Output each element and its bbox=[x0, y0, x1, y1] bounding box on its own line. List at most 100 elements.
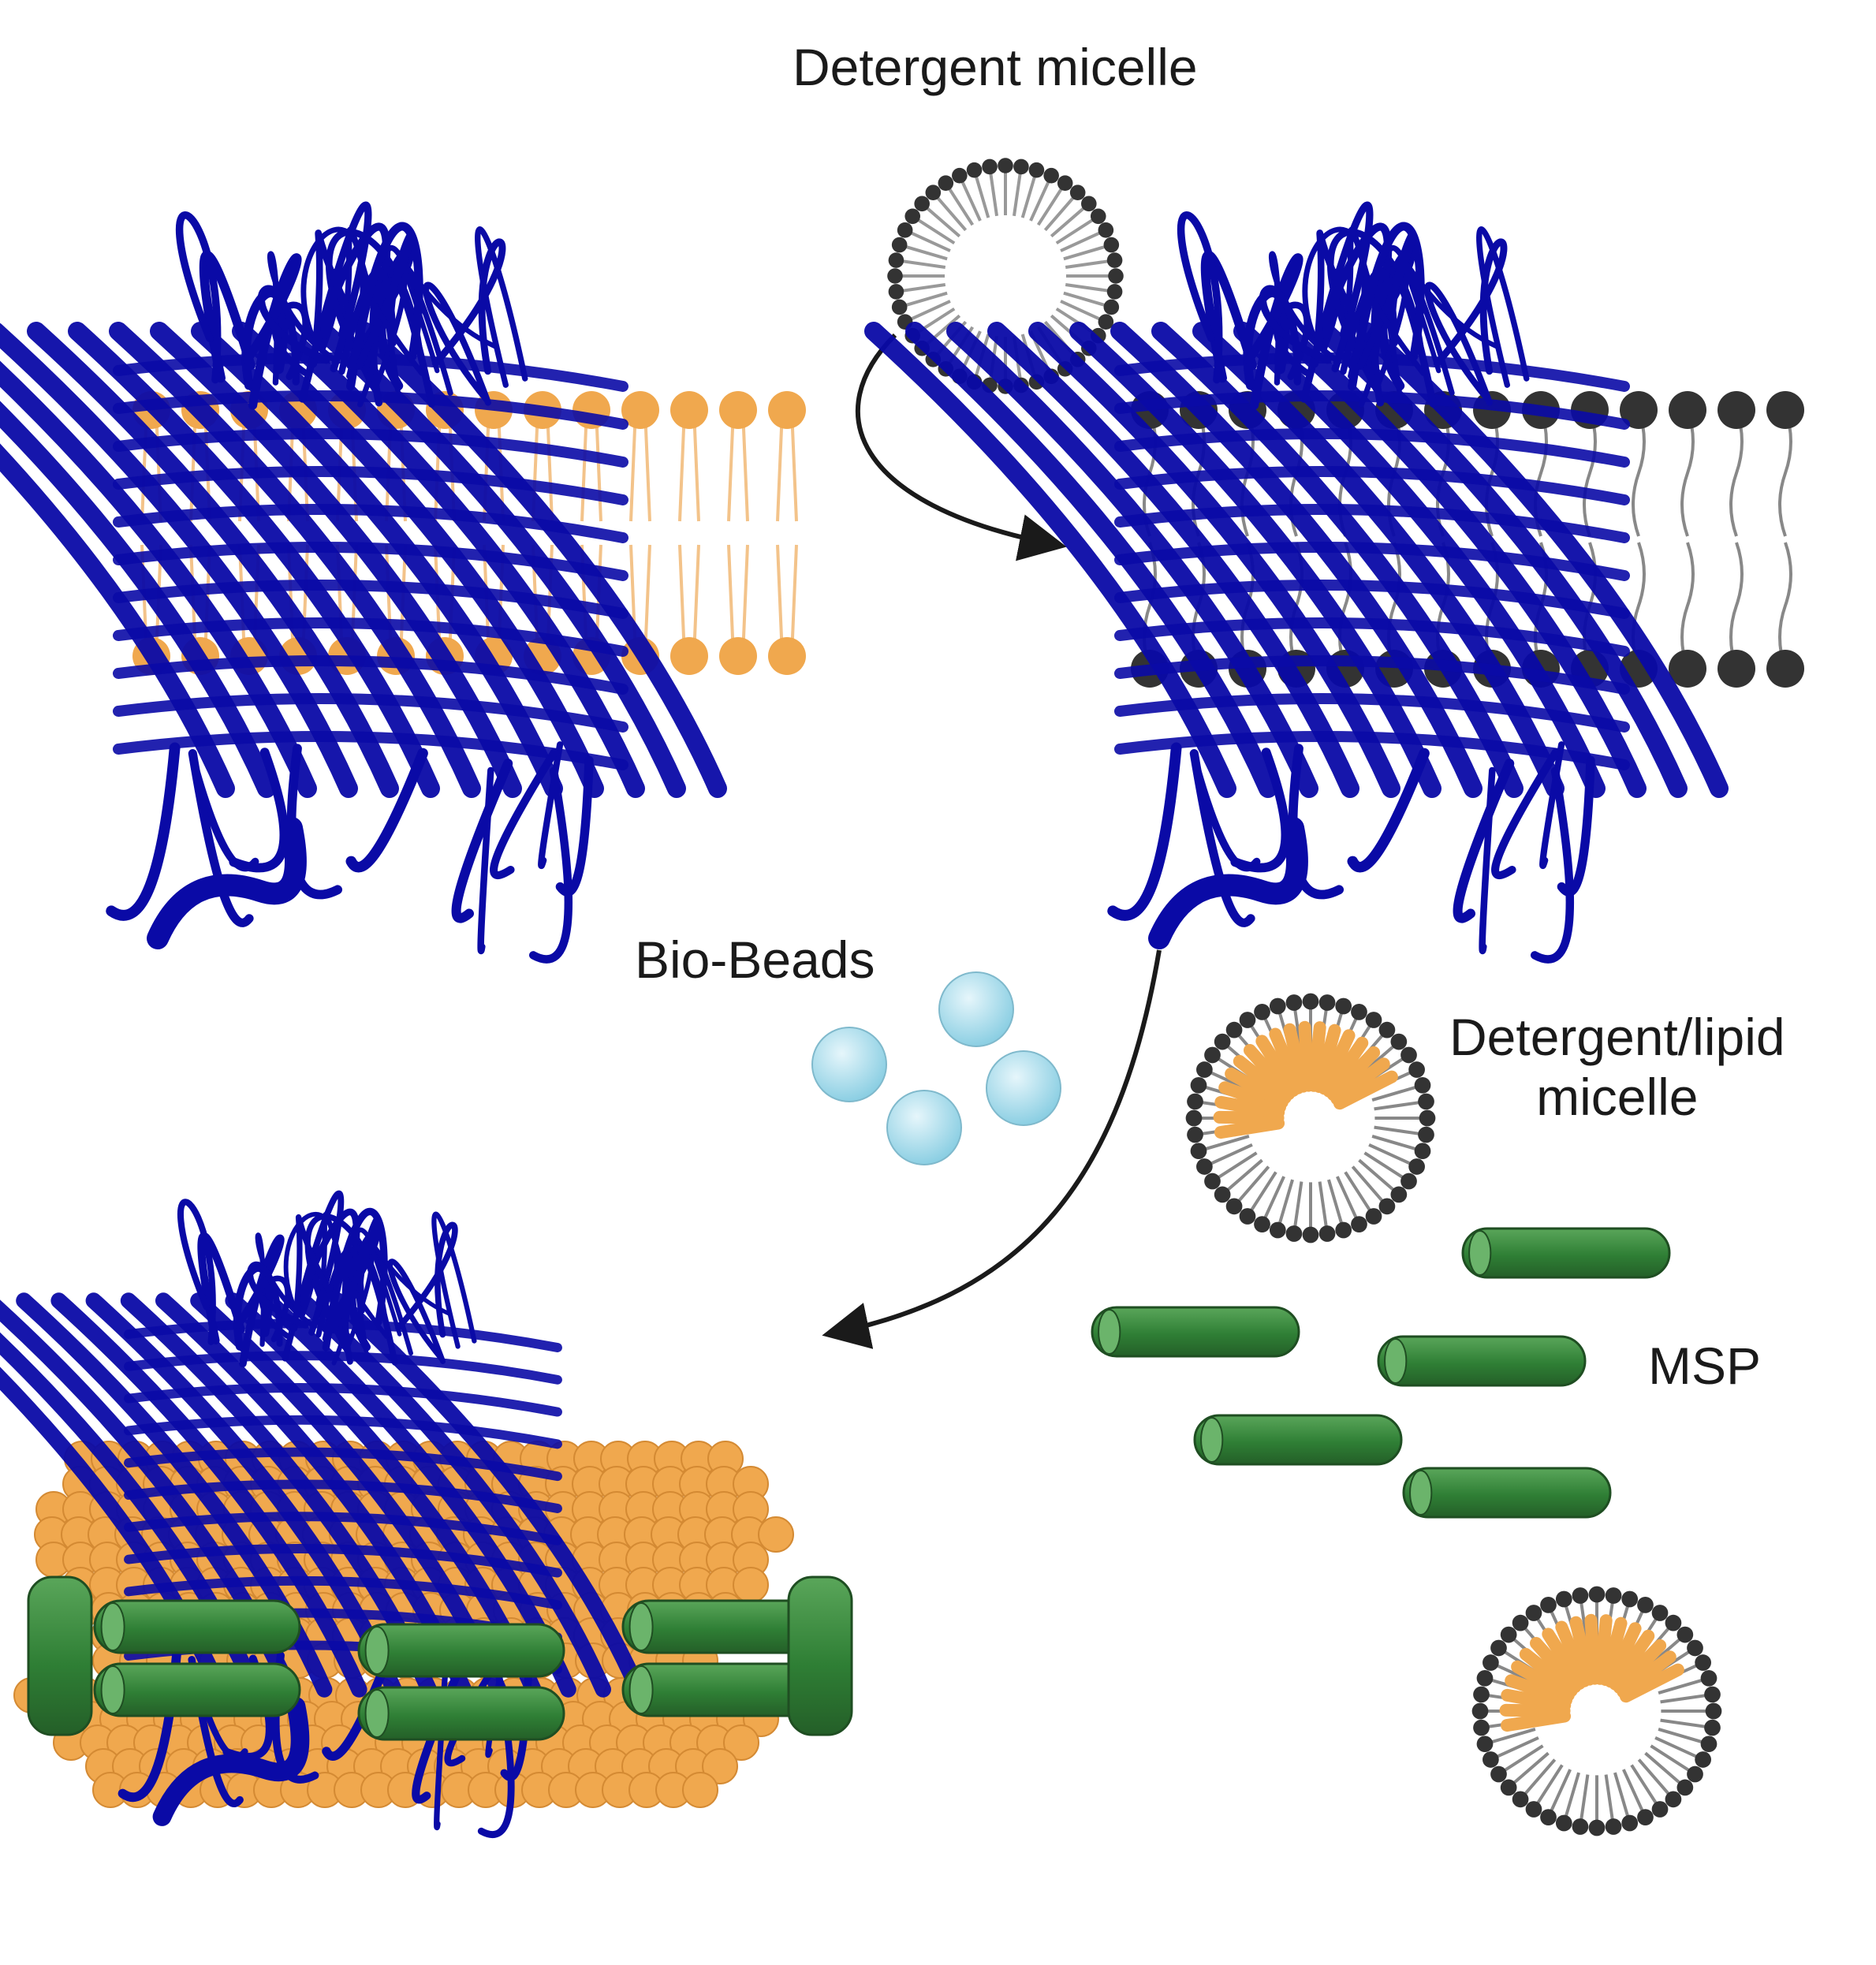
detergent-tail bbox=[1063, 291, 1112, 309]
protein-loop bbox=[401, 259, 498, 374]
detergent-head bbox=[1285, 1225, 1303, 1242]
detergent-head bbox=[1351, 1004, 1367, 1020]
detergent-head bbox=[998, 158, 1013, 173]
lipid-head bbox=[1766, 391, 1804, 429]
protein-loop bbox=[1230, 748, 1291, 873]
detergent-head bbox=[1414, 1143, 1431, 1160]
beta-crossing bbox=[113, 466, 628, 505]
detergent-tail bbox=[1221, 1158, 1263, 1196]
detergent-tail bbox=[904, 229, 951, 252]
label-detergent-lipid-line1: Detergent/lipid bbox=[1449, 1008, 1785, 1066]
lipid-molecule bbox=[1519, 1647, 1578, 1698]
lipid-head bbox=[1717, 650, 1755, 688]
detergent-head bbox=[904, 208, 921, 225]
protein-loop bbox=[315, 1247, 365, 1338]
msp-rod bbox=[27, 1575, 93, 1736]
detergent-tail bbox=[972, 170, 990, 218]
detergent-tail bbox=[1497, 1744, 1544, 1776]
lipid-head bbox=[719, 637, 757, 675]
lipid-molecule bbox=[1318, 1029, 1356, 1095]
lipid-molecule bbox=[1499, 1703, 1571, 1717]
detergent-head bbox=[1013, 158, 1029, 175]
detergent-head bbox=[887, 268, 903, 284]
detergent-head bbox=[1687, 1766, 1703, 1783]
detergent-head bbox=[891, 237, 908, 253]
detergent-head bbox=[1351, 1216, 1367, 1232]
detergent-head bbox=[1500, 1779, 1517, 1796]
msp-rod-end bbox=[100, 1602, 125, 1651]
detergent-head bbox=[1390, 1186, 1408, 1203]
detergent-tail bbox=[1063, 243, 1112, 261]
lipid-molecule bbox=[1505, 1674, 1572, 1707]
lipid-molecule bbox=[1584, 1613, 1602, 1685]
detergent-tail bbox=[1358, 1158, 1400, 1196]
detergent-head bbox=[1400, 1173, 1417, 1190]
beta-crossing bbox=[113, 617, 628, 657]
lipid-sphere bbox=[702, 1748, 738, 1784]
detergent-head bbox=[1605, 1587, 1622, 1604]
detergent-head bbox=[1490, 1766, 1507, 1783]
detergent-head bbox=[1028, 162, 1045, 178]
detergent-head bbox=[1704, 1686, 1721, 1703]
protein-loop bbox=[152, 1697, 310, 1826]
detergent-tail bbox=[1613, 1772, 1632, 1824]
lipid-molecule bbox=[1569, 1616, 1596, 1686]
beta-crossing bbox=[113, 390, 628, 430]
detergent-tail bbox=[1060, 229, 1107, 252]
msp-rod bbox=[357, 1623, 565, 1678]
detergent-head bbox=[1473, 1686, 1490, 1703]
detergent-head bbox=[1214, 1033, 1231, 1050]
beta-crossing bbox=[1114, 504, 1630, 543]
detergent-tail bbox=[920, 202, 961, 238]
detergent-tail bbox=[1654, 1736, 1704, 1762]
detergent-tail bbox=[899, 291, 948, 309]
detergent-head bbox=[1254, 1216, 1270, 1232]
detergent-head bbox=[1540, 1597, 1557, 1613]
detergent-tail bbox=[1327, 1179, 1345, 1231]
detergent-head bbox=[1390, 1033, 1408, 1050]
lipid-molecule bbox=[1326, 1046, 1381, 1102]
lipid-tail bbox=[1680, 409, 1695, 537]
nanodisc bbox=[0, 1190, 853, 1838]
mixed-micelle-2 bbox=[1471, 1586, 1722, 1836]
detergent-tail bbox=[1604, 1774, 1616, 1827]
detergent-tail bbox=[1630, 1764, 1662, 1810]
beta-strand bbox=[1069, 322, 1441, 798]
protein-loop bbox=[1244, 253, 1304, 410]
beta-crossing bbox=[124, 1512, 562, 1546]
detergent-head bbox=[925, 185, 942, 200]
label-bio-beads: Bio-Beads bbox=[635, 930, 875, 989]
detergent-head bbox=[1187, 1126, 1203, 1143]
detergent-tail bbox=[1371, 1135, 1423, 1153]
protein-loop bbox=[477, 766, 494, 955]
label-detergent-lipid-line2: micelle bbox=[1536, 1067, 1699, 1126]
detergent-head bbox=[1225, 1021, 1243, 1038]
lipid-head bbox=[621, 391, 659, 429]
detergent-tail bbox=[912, 214, 956, 245]
beta-crossing bbox=[1114, 542, 1630, 581]
beta-strand bbox=[68, 322, 440, 798]
protein-loop bbox=[1107, 742, 1182, 921]
detergent-head bbox=[914, 196, 930, 212]
beta-strand bbox=[0, 323, 358, 798]
detergent-tail bbox=[1344, 1171, 1375, 1217]
protein-loop bbox=[1557, 755, 1595, 897]
lipid-tail bbox=[776, 409, 798, 522]
lipid-molecule bbox=[1511, 1660, 1575, 1702]
detergent-tail bbox=[1233, 1165, 1270, 1208]
detergent-head bbox=[1365, 1208, 1382, 1225]
detergent-head bbox=[1525, 1801, 1542, 1818]
lipid-tail bbox=[1778, 542, 1792, 669]
detergent-tail bbox=[1507, 1751, 1550, 1789]
bead bbox=[811, 1027, 887, 1102]
detergent-head bbox=[1302, 993, 1319, 1010]
detergent-tail bbox=[1658, 1676, 1710, 1695]
detergent-head bbox=[966, 162, 983, 178]
detergent-head bbox=[1500, 1626, 1517, 1643]
detergent-head bbox=[1196, 1061, 1213, 1078]
detergent-head bbox=[1318, 1225, 1336, 1242]
msp-rod-end bbox=[628, 1665, 654, 1714]
detergent-head bbox=[1106, 252, 1123, 268]
lipid-molecule bbox=[1530, 1636, 1582, 1694]
detergent-tail bbox=[1363, 1151, 1410, 1183]
